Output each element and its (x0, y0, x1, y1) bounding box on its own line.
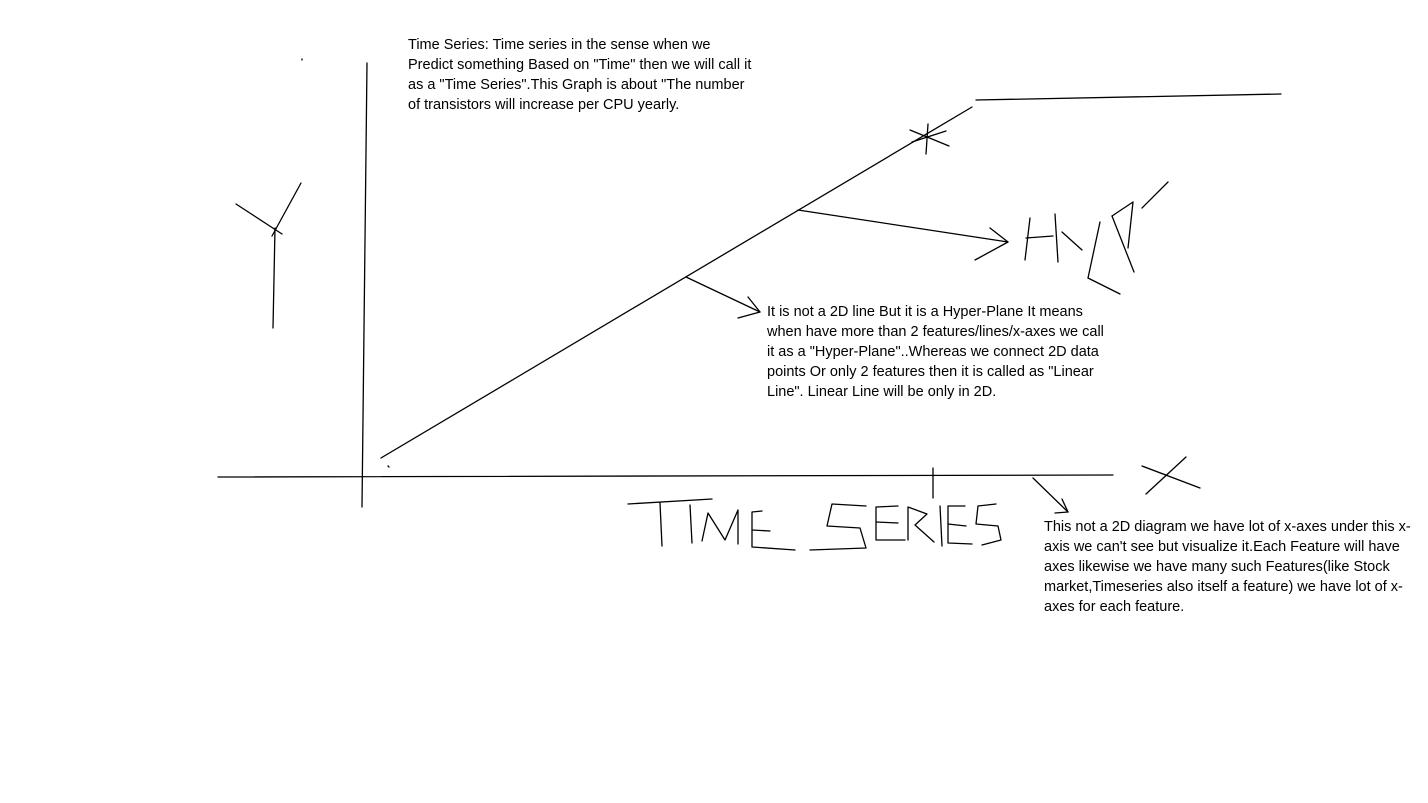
arrow-to-hyperplane-note (685, 276, 761, 319)
plateau-line (975, 93, 1282, 101)
x-axes-note: This not a 2D diagram we have lot of x-a… (1044, 519, 1411, 615)
x-axis-handwritten-label (1141, 456, 1201, 495)
y-axis-line (361, 62, 368, 508)
arrow-to-x-axes-note (1032, 477, 1069, 514)
x-axis-line (217, 474, 1114, 478)
time-series-handwritten-title (627, 498, 1002, 551)
arrow-to-hyp (797, 209, 1009, 261)
time-series-note: Time Series: Time series in the sense wh… (408, 37, 752, 113)
hyperplane-note: It is not a 2D line But it is a Hyper-Pl… (767, 304, 1104, 400)
hyp-handwritten-label (1024, 181, 1169, 295)
trend-line (380, 106, 973, 459)
origin-dot (387, 465, 390, 468)
asterisk-marker (909, 123, 950, 155)
y-axis-handwritten-label (235, 182, 302, 329)
